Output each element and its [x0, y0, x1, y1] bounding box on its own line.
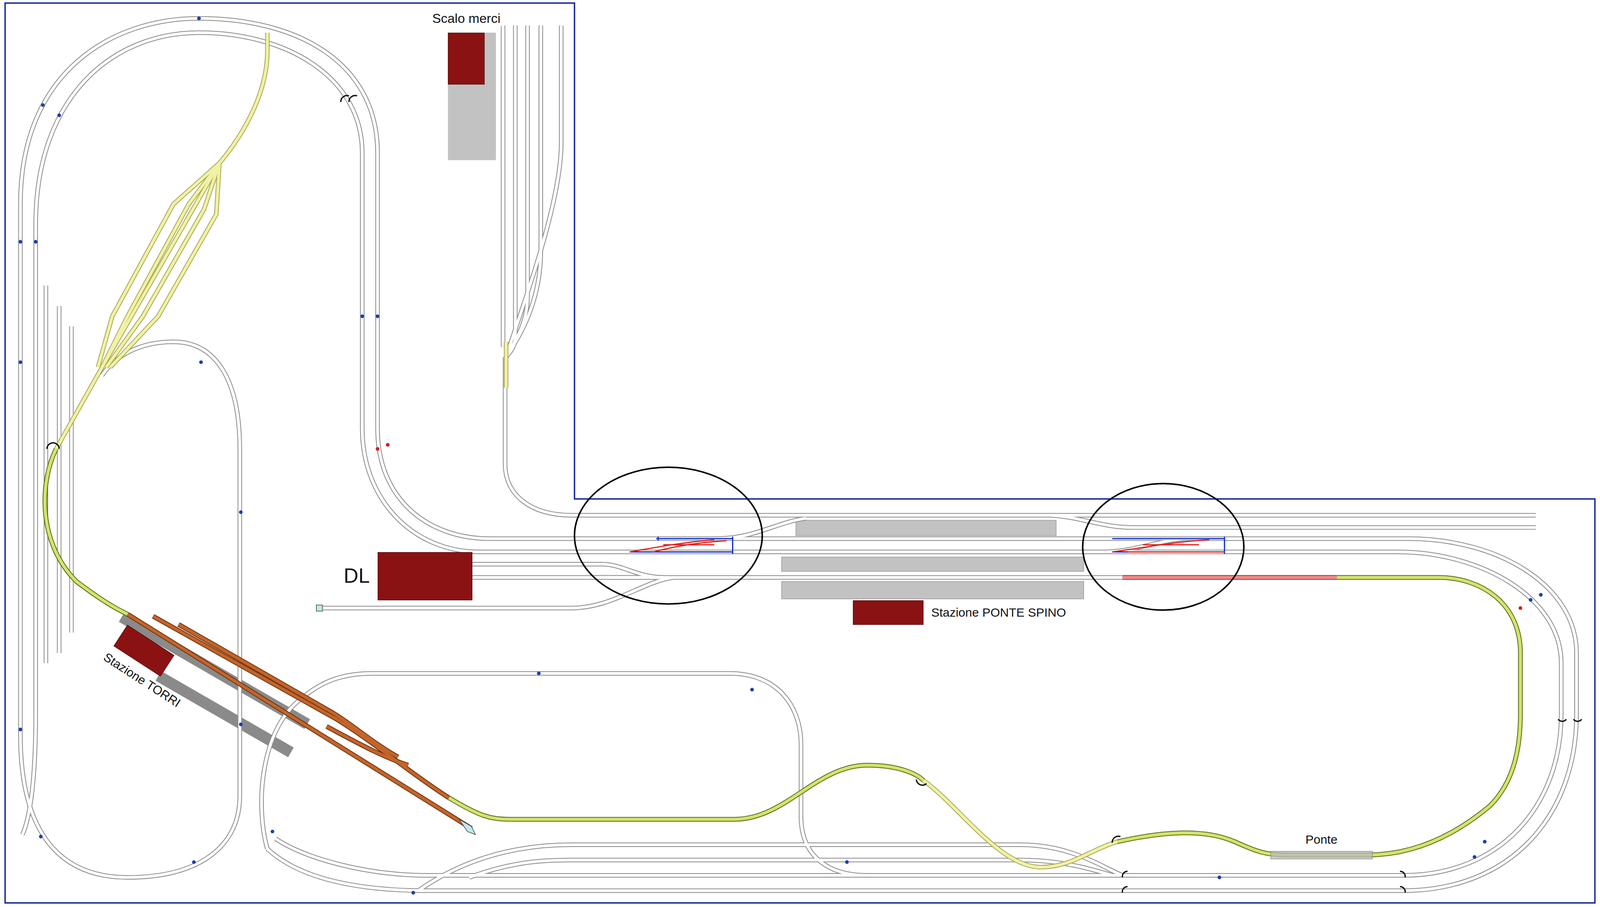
plan-part	[46, 442, 60, 449]
plan-part	[411, 890, 416, 895]
track-fill	[55, 32, 1118, 868]
track-fill	[127, 614, 472, 829]
plan-part	[1472, 854, 1477, 859]
plan-part	[536, 671, 541, 675]
place-label: Ponte	[1303, 832, 1339, 847]
plan-part	[629, 539, 727, 552]
plan-part	[1539, 592, 1543, 597]
platform	[781, 581, 1084, 599]
place-label: Stazione TORRI	[99, 649, 185, 712]
place-label: DL	[342, 564, 372, 588]
crossovers	[629, 536, 1225, 554]
plan-part	[750, 687, 755, 692]
plan-part	[238, 722, 243, 726]
loop-markers	[46, 95, 1582, 893]
plan-part	[845, 860, 849, 864]
plan-part	[18, 727, 23, 732]
signal-dots-red	[375, 442, 1523, 610]
buffer-stop	[459, 818, 476, 835]
signal-dots	[18, 16, 1543, 895]
plan-part	[1112, 536, 1225, 554]
layout-border	[4, 2, 1595, 903]
plan-part	[197, 16, 201, 21]
plan-part	[629, 536, 733, 554]
place-label: Scalo merci	[430, 11, 503, 27]
track-fill	[44, 448, 1521, 855]
track-fill	[20, 18, 1577, 891]
plan-part	[270, 829, 275, 834]
plan-part	[33, 240, 38, 244]
plan-part	[1217, 875, 1222, 879]
station-building: Stazione TORRI	[113, 624, 175, 677]
plan-part	[191, 860, 196, 864]
track-fill	[1122, 575, 1337, 579]
plan-part	[1518, 605, 1523, 610]
track-outline	[55, 32, 1118, 868]
freight-yard-area	[447, 32, 496, 161]
bridge: Ponte	[1270, 850, 1373, 859]
track-outline	[20, 18, 1577, 891]
plan-part	[375, 447, 380, 451]
plan-part	[916, 779, 1121, 843]
plan-part	[238, 510, 243, 515]
station-building: Stazione PONTE SPINO	[852, 600, 924, 625]
depot-building: DL	[377, 551, 473, 600]
plan-part	[18, 360, 23, 364]
plan-part	[1558, 718, 1582, 722]
plan-part	[38, 834, 43, 839]
plan-part	[375, 314, 380, 319]
platform	[781, 556, 1084, 572]
track-outline	[44, 448, 1521, 855]
plan-part	[385, 442, 390, 447]
plan-part	[340, 95, 358, 103]
track-outline	[127, 614, 472, 829]
plan-part	[199, 360, 203, 364]
plan-part	[1122, 871, 1406, 893]
platform	[796, 520, 1057, 536]
plan-part	[40, 103, 45, 107]
plan-part	[1528, 598, 1533, 602]
track-outline	[1122, 574, 1337, 580]
freight-building: Scalo merci	[447, 32, 485, 85]
plan-part	[57, 113, 61, 118]
plan-part	[360, 314, 365, 319]
plan-part	[1482, 839, 1487, 844]
plan-part	[18, 240, 23, 244]
highlight-circle	[1082, 483, 1244, 610]
plan-part	[1112, 539, 1225, 552]
buffer-stop	[316, 604, 323, 611]
place-label: Stazione PONTE SPINO	[929, 605, 1068, 620]
highlight-circle	[574, 467, 763, 604]
